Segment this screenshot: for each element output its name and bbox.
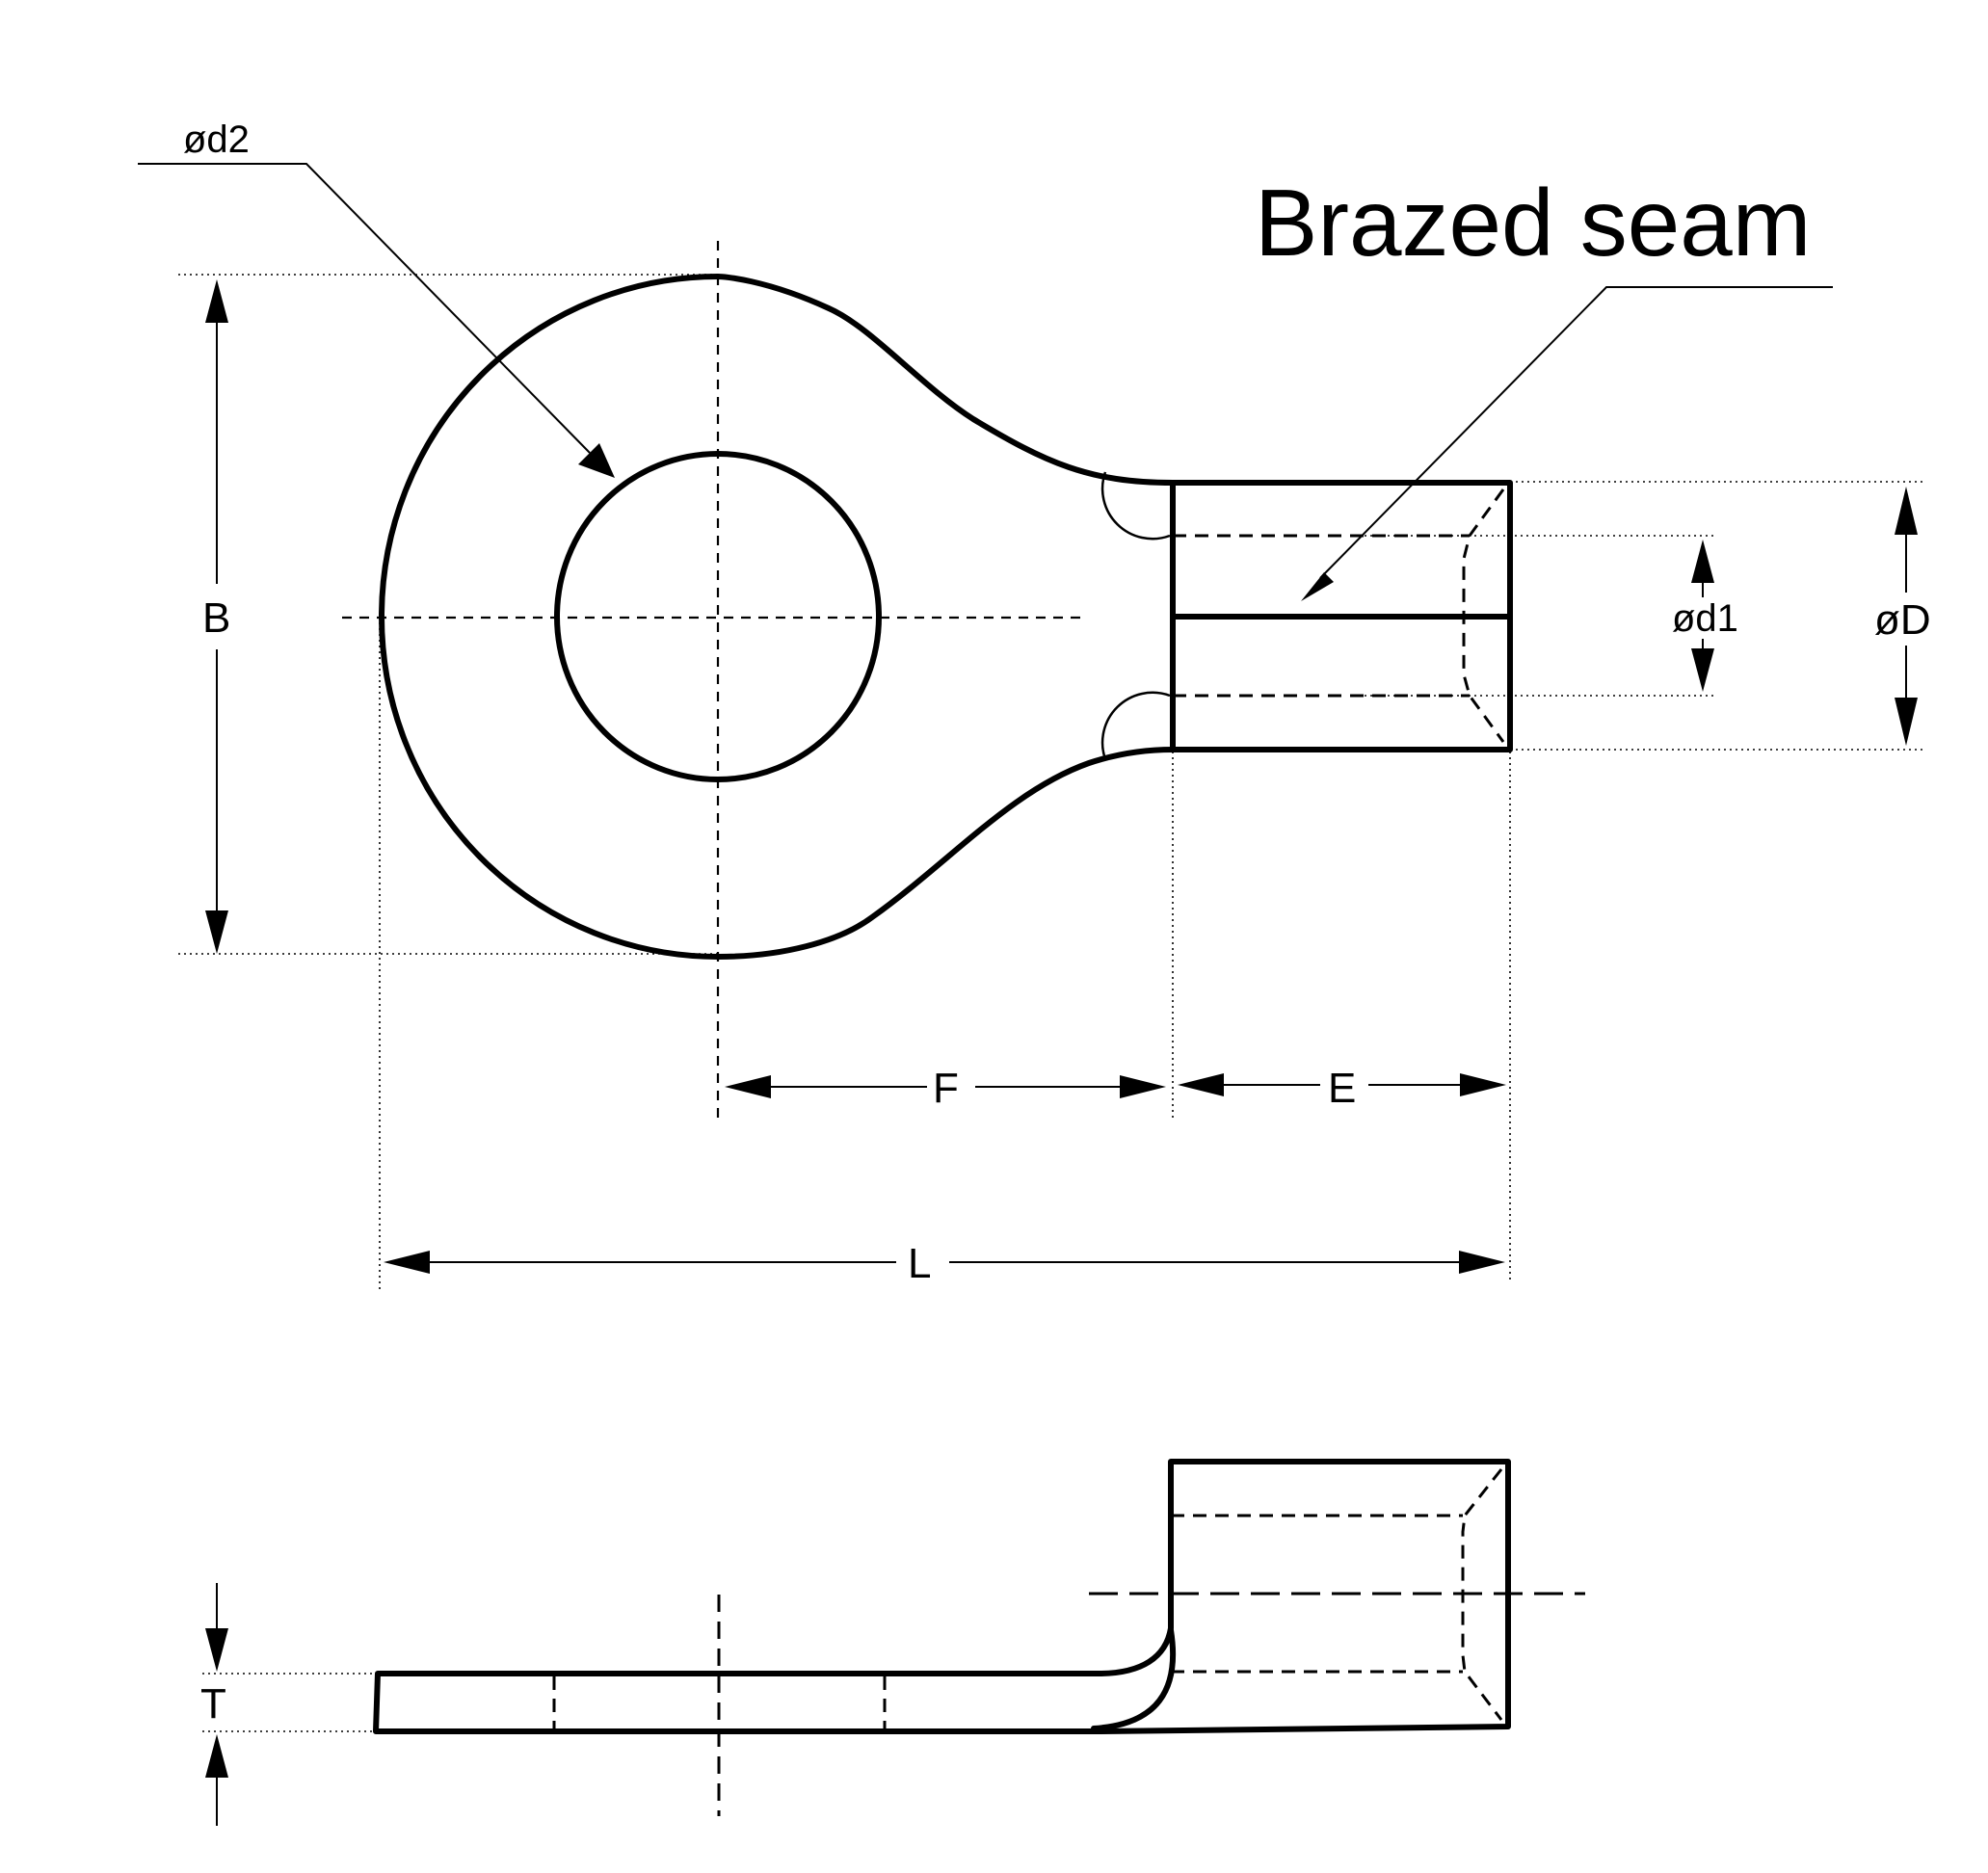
d1-label: ød1 bbox=[1672, 597, 1738, 640]
brazed-seam-leader bbox=[1301, 286, 1833, 601]
neck-fillet-bottom bbox=[1100, 691, 1171, 760]
dimension-D bbox=[1895, 487, 1918, 746]
dimension-B bbox=[205, 279, 228, 954]
dimension-T bbox=[205, 1583, 228, 1826]
brazed-seam-label: Brazed seam bbox=[1255, 170, 1811, 276]
L-label: L bbox=[908, 1240, 931, 1287]
d2-label: ød2 bbox=[183, 119, 250, 161]
dimension-F bbox=[725, 1075, 1166, 1098]
barrel bbox=[1170, 480, 1513, 752]
side-view: T bbox=[200, 1459, 1585, 1826]
D-label: øD bbox=[1874, 596, 1931, 644]
dimension-d1 bbox=[1691, 540, 1714, 692]
dimension-E bbox=[1178, 1073, 1506, 1096]
d2-leader bbox=[138, 163, 615, 478]
B-label: B bbox=[202, 594, 230, 642]
dimension-L bbox=[384, 1251, 1505, 1274]
T-label: T bbox=[200, 1680, 226, 1728]
side-profile-outline bbox=[373, 1459, 1511, 1734]
top-view: Brazed seam ød2 B ød1 bbox=[138, 119, 1931, 1291]
F-label: F bbox=[933, 1065, 959, 1112]
neck-fillet-top bbox=[1100, 471, 1171, 541]
E-label: E bbox=[1328, 1065, 1356, 1112]
bend-inner-curve bbox=[1091, 1627, 1177, 1731]
